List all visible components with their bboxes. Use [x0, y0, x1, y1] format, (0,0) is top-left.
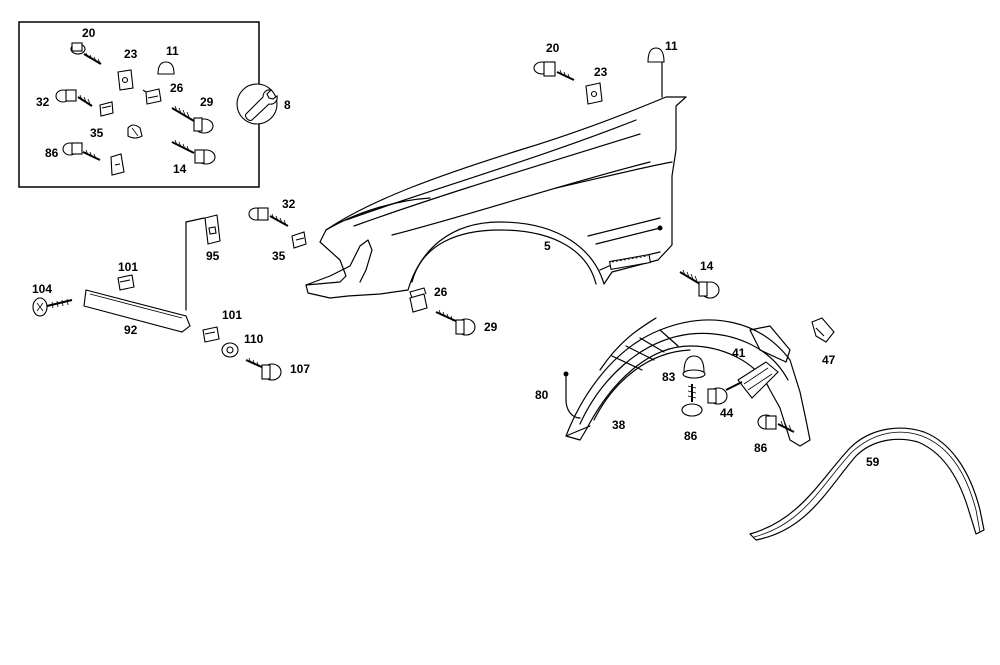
- label-83: 83: [662, 370, 676, 384]
- label-110: 110: [244, 332, 264, 346]
- label-107: 107: [290, 362, 310, 376]
- label-23: 23: [594, 65, 608, 79]
- label-26: 26: [434, 285, 448, 299]
- clip-icon: [204, 214, 221, 245]
- label-41: 41: [732, 346, 746, 360]
- clip-icon: [291, 231, 307, 249]
- label-59: 59: [866, 455, 880, 469]
- inset-label-29: 29: [200, 95, 214, 109]
- wheel-arch-liner: [565, 317, 811, 447]
- screw-icon: [435, 309, 476, 336]
- inset-label-32: 32: [36, 95, 50, 109]
- label-47: 47: [822, 353, 836, 367]
- nut-icon: [707, 381, 743, 405]
- clip-icon: [117, 274, 135, 291]
- label-29: 29: [484, 320, 498, 334]
- front-fender: [305, 59, 687, 299]
- screw-icon: [533, 61, 575, 81]
- label-101-lower: 101: [222, 308, 242, 322]
- clip-icon: [409, 287, 428, 313]
- arch-trim-line: [563, 371, 581, 419]
- screw-icon: [248, 207, 289, 227]
- screw-icon: [32, 297, 73, 317]
- label-86-right: 86: [754, 441, 768, 455]
- inset-label-20: 20: [82, 26, 96, 40]
- label-80: 80: [535, 388, 549, 402]
- tool-label-8: 8: [284, 98, 291, 112]
- label-35: 35: [272, 249, 286, 263]
- inset-label-11: 11: [166, 44, 179, 58]
- screw-icon: [757, 414, 795, 433]
- screw-icon: [679, 269, 720, 299]
- inset-label-86: 86: [45, 146, 59, 160]
- screw-icon: [681, 384, 703, 417]
- inset-label-26: 26: [170, 81, 184, 95]
- label-14: 14: [700, 259, 714, 273]
- label-5: 5: [544, 239, 551, 253]
- inset-label-23: 23: [124, 47, 138, 61]
- inset-label-14: 14: [173, 162, 187, 176]
- clip-icon: [737, 361, 779, 399]
- inset-label-35: 35: [90, 126, 104, 140]
- label-38: 38: [612, 418, 626, 432]
- clip-icon: [682, 355, 706, 379]
- wrench-icon: [236, 83, 278, 125]
- label-11: 11: [665, 39, 678, 53]
- support-strip: [83, 289, 191, 333]
- clip-icon: [811, 317, 835, 343]
- label-20: 20: [546, 41, 560, 55]
- nut-icon: [221, 342, 239, 358]
- clip-icon: [202, 326, 220, 343]
- label-101-upper: 101: [118, 260, 138, 274]
- clip-icon: [647, 47, 665, 63]
- clip-icon: [99, 61, 175, 176]
- label-86-center: 86: [684, 429, 698, 443]
- bracket-lines: [185, 217, 205, 311]
- label-92: 92: [124, 323, 138, 337]
- clip-icon: [585, 82, 603, 105]
- hardware-inset: [18, 21, 271, 188]
- label-44: 44: [720, 406, 734, 420]
- screw-icon: [245, 357, 282, 381]
- screw-icon: [55, 42, 216, 165]
- label-32: 32: [282, 197, 296, 211]
- arch-moulding: [749, 427, 985, 541]
- label-104: 104: [32, 282, 52, 296]
- label-95: 95: [206, 249, 220, 263]
